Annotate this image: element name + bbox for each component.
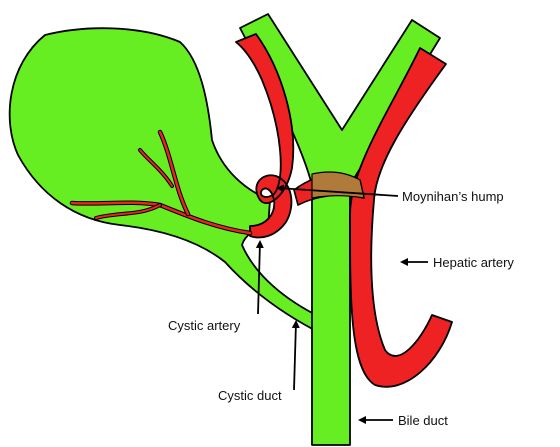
label-cystic-artery: Cystic artery bbox=[168, 318, 241, 333]
arrow-cystic-artery bbox=[258, 242, 260, 314]
label-bile-duct: Bile duct bbox=[398, 413, 448, 428]
arrow-cystic-duct bbox=[294, 322, 296, 390]
label-cystic-duct: Cystic duct bbox=[218, 388, 282, 403]
label-moynihans-hump: Moynihan’s hump bbox=[402, 189, 504, 204]
label-hepatic-artery: Hepatic artery bbox=[433, 255, 514, 270]
